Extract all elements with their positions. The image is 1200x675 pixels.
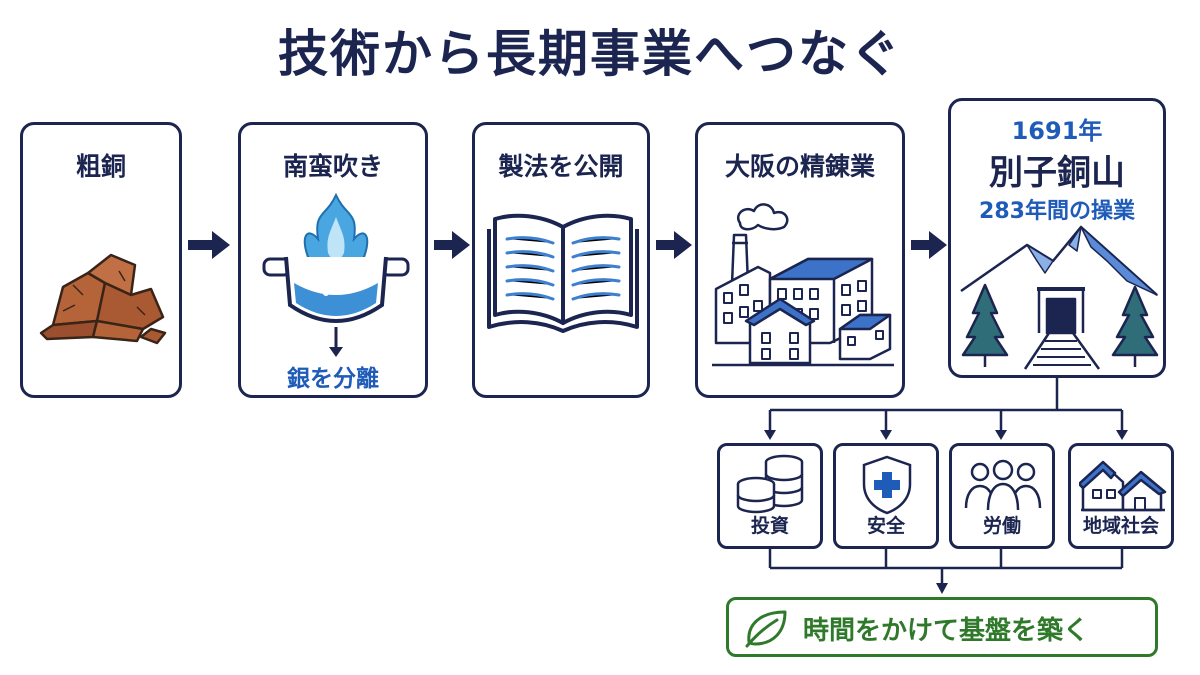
people-icon	[964, 459, 1042, 511]
smelting-crucible-icon	[262, 192, 410, 357]
step-label-crude-copper: 粗銅	[75, 152, 126, 181]
pillar-card-labor: 労働	[949, 443, 1055, 549]
pillar-label-community: 地域社会	[1082, 515, 1159, 537]
step-sublabel-silver-separation: 銀を分離	[287, 366, 379, 392]
flow-arrow-icon	[188, 231, 230, 259]
step-card-osaka-refining: 大阪の精錬業	[695, 122, 905, 398]
ore-pile-icon	[39, 253, 167, 345]
pillar-label-investment: 投資	[750, 515, 789, 537]
pillar-label-labor: 労働	[982, 515, 1021, 537]
houses-icon	[1079, 460, 1167, 512]
mine-name: 別子銅山	[989, 153, 1125, 193]
coin-stack-icon	[736, 454, 804, 514]
step-label-publish-method: 製法を公開	[498, 152, 624, 181]
flow-arrow-icon	[434, 231, 470, 259]
page-title: 技術から長期事業へつなぐ	[278, 25, 902, 83]
pillar-card-safety: 安全	[833, 443, 939, 549]
factory-icon	[712, 203, 894, 367]
step-label-osaka-refining: 大阪の精錬業	[724, 152, 875, 181]
step-label-nanban-buki: 南蛮吹き	[282, 152, 383, 181]
conclusion-text: 時間をかけて基盤を築く	[803, 616, 1090, 646]
pillar-card-community: 地域社会	[1068, 443, 1174, 549]
pillar-label-safety: 安全	[866, 515, 905, 537]
mine-duration: 283年間の操業	[979, 199, 1135, 224]
mountain-mine-icon	[960, 225, 1159, 370]
step-card-crude-copper: 粗銅	[20, 122, 182, 398]
flow-arrow-icon	[911, 231, 947, 259]
flow-arrow-icon	[656, 231, 692, 259]
pillar-card-investment: 投資	[717, 443, 823, 549]
leaf-icon	[745, 610, 787, 648]
step-card-publish-method: 製法を公開	[472, 122, 650, 398]
shield-icon	[862, 455, 912, 515]
step-card-nanban-buki: 南蛮吹き 銀を分離	[238, 122, 428, 398]
step-card-besshi-mine: 1691年 別子銅山 283年間の操業	[948, 98, 1166, 378]
open-book-icon	[487, 213, 639, 333]
mine-year: 1691年	[1011, 117, 1103, 145]
conclusion-banner: 時間をかけて基盤を築く	[726, 597, 1158, 657]
